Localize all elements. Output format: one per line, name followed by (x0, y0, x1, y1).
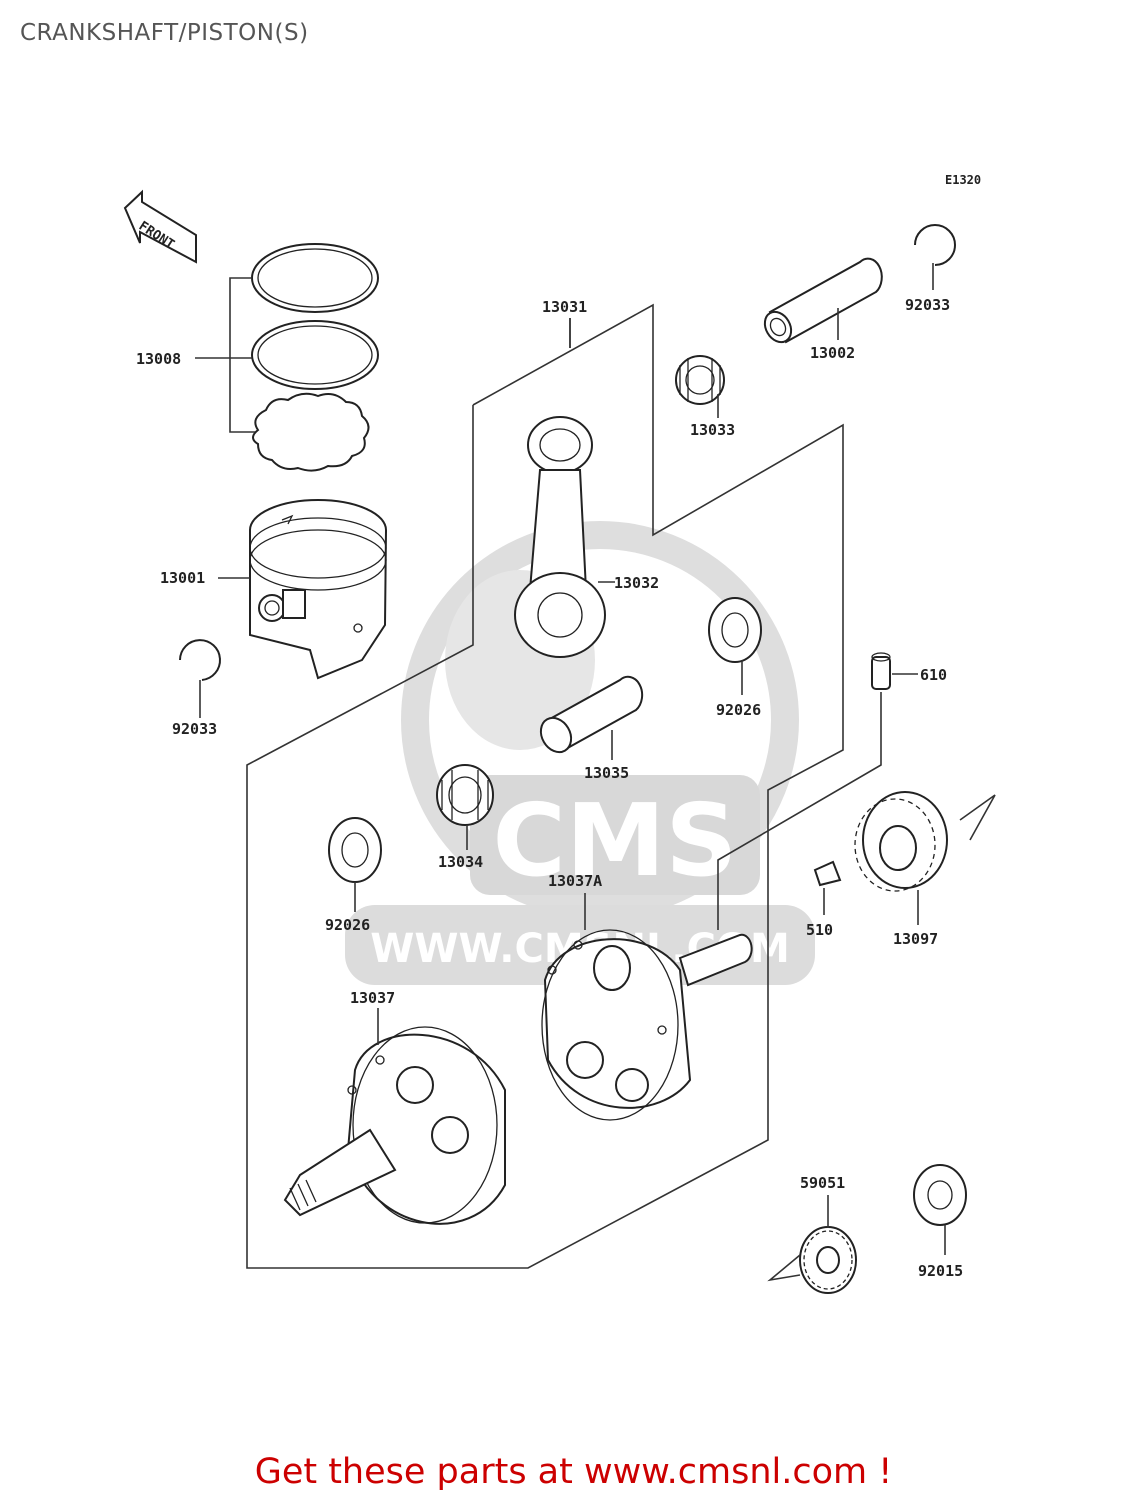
part-label-13037: 13037 (350, 989, 395, 1007)
piston (249, 499, 387, 680)
part-label-13031: 13031 (542, 298, 587, 316)
part-label-13037A: 13037A (548, 872, 602, 890)
diagram-code: E1320 (945, 173, 981, 187)
circlip-right (914, 224, 956, 266)
part-label-59051: 59051 (800, 1174, 845, 1192)
crankshaft-right (541, 929, 753, 1121)
circlip-left (179, 639, 221, 681)
part-label-13035: 13035 (584, 764, 629, 782)
part-label-13032: 13032 (614, 574, 659, 592)
needle-bearing-big-end (436, 764, 494, 826)
part-label-510: 510 (806, 921, 833, 939)
footer-link[interactable]: Get these parts at www.cmsnl.com ! (254, 1452, 893, 1492)
woodruff-key (813, 860, 842, 887)
primary-gear (854, 791, 948, 892)
piston-rings (251, 243, 379, 472)
part-label-13034: 13034 (438, 853, 483, 871)
crankshaft-left (283, 1026, 506, 1225)
part-label-13008: 13008 (136, 350, 181, 368)
thrust-washer-right (708, 597, 762, 663)
small-gear (799, 1226, 857, 1294)
part-label-92026-left: 92026 (325, 916, 370, 934)
part-label-13097: 13097 (893, 930, 938, 948)
needle-bearing-small-end (675, 355, 725, 405)
part-label-13001: 13001 (160, 569, 205, 587)
watermark-brand: CMS (493, 782, 738, 899)
page-title: CRANKSHAFT/PISTON(S) (20, 20, 309, 46)
part-label-92033-right: 92033 (905, 296, 950, 314)
part-label-13002: 13002 (810, 344, 855, 362)
part-label-92015: 92015 (918, 1262, 963, 1280)
flange-nut (913, 1164, 967, 1226)
piston-pin (763, 257, 883, 344)
part-label-13033: 13033 (690, 421, 735, 439)
front-arrow-icon: FRONT (123, 189, 197, 264)
part-label-610: 610 (920, 666, 947, 684)
dowel-pin (871, 652, 891, 690)
part-label-92026-right: 92026 (716, 701, 761, 719)
part-label-92033-left: 92033 (172, 720, 217, 738)
connecting-rod (514, 416, 606, 658)
thrust-washer-left (328, 817, 382, 883)
crank-pin (539, 675, 644, 754)
